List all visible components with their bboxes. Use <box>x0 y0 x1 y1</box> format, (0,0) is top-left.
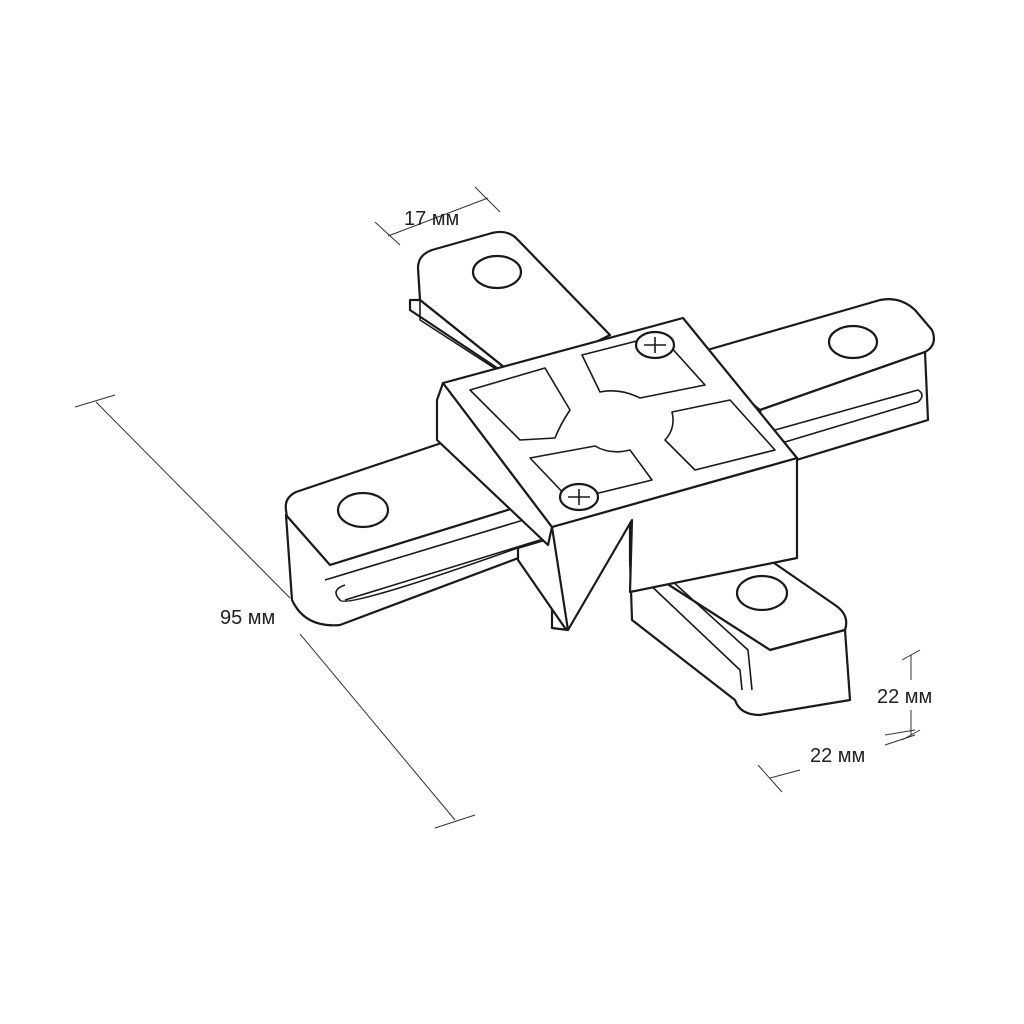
screw-top <box>634 330 676 360</box>
arm-upper-left <box>408 230 612 382</box>
screw-bottom <box>558 482 600 512</box>
arm-right <box>688 298 935 470</box>
dimension-depth <box>757 729 916 793</box>
dimension-overall-length <box>74 394 476 829</box>
dimension-arm-width <box>374 186 501 246</box>
dimension-label-depth: 22 мм <box>810 745 865 767</box>
dimension-label-height: 22 мм <box>877 686 932 708</box>
dimension-label-overall-length: 95 мм <box>220 607 275 629</box>
center-block <box>435 316 799 632</box>
dimension-height <box>901 649 921 741</box>
dimension-label-arm-width: 17 мм <box>404 208 459 230</box>
